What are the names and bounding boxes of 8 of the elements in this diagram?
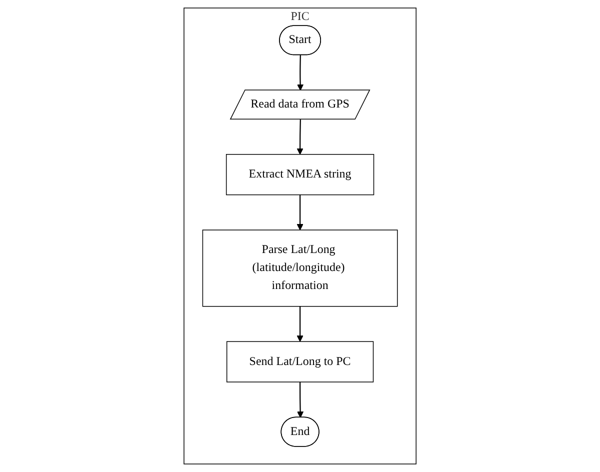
arrow [296, 382, 304, 418]
node-box: Send Lat/Long to PC [226, 341, 374, 382]
arrow [296, 306, 304, 342]
arrow [296, 194, 304, 230]
arrow [296, 120, 304, 155]
arrow [296, 55, 304, 91]
node-box: Parse Lat/Long (latitude/longitude) information [202, 230, 398, 307]
node-box: Extract NMEA string [226, 154, 374, 196]
